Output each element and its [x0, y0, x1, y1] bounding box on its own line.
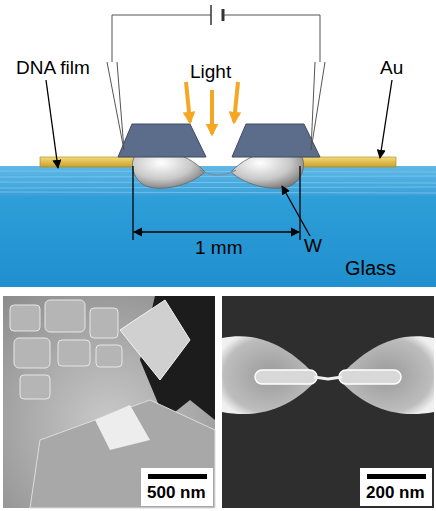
part-label: W: [304, 236, 322, 255]
scale-label: 500 nm: [147, 484, 206, 501]
dimension-label: 1 mm: [195, 238, 243, 257]
sem-image: [222, 296, 434, 508]
light-arrows: [186, 82, 238, 134]
dna-film-layer: [0, 166, 436, 196]
part-label: DNA film: [16, 58, 90, 77]
leader-line: [282, 186, 310, 236]
sem-image: [3, 296, 215, 508]
node-text: Glass: [345, 258, 396, 278]
part-label: Au: [380, 58, 403, 77]
electrode-holder: [118, 124, 206, 157]
junction: [200, 170, 236, 175]
leader-line: [380, 80, 392, 158]
scale-label: 200 nm: [366, 484, 425, 501]
film-stripes: [0, 171, 436, 193]
dimension-extension: [132, 166, 133, 240]
dimension-extension: [299, 166, 300, 240]
dimension-line: [134, 231, 299, 232]
battery-symbol: [211, 5, 223, 25]
leader-line: [46, 80, 58, 168]
electrode-holder: [232, 124, 320, 157]
part-label: Light: [190, 62, 231, 81]
circuit-wires: [107, 15, 325, 150]
